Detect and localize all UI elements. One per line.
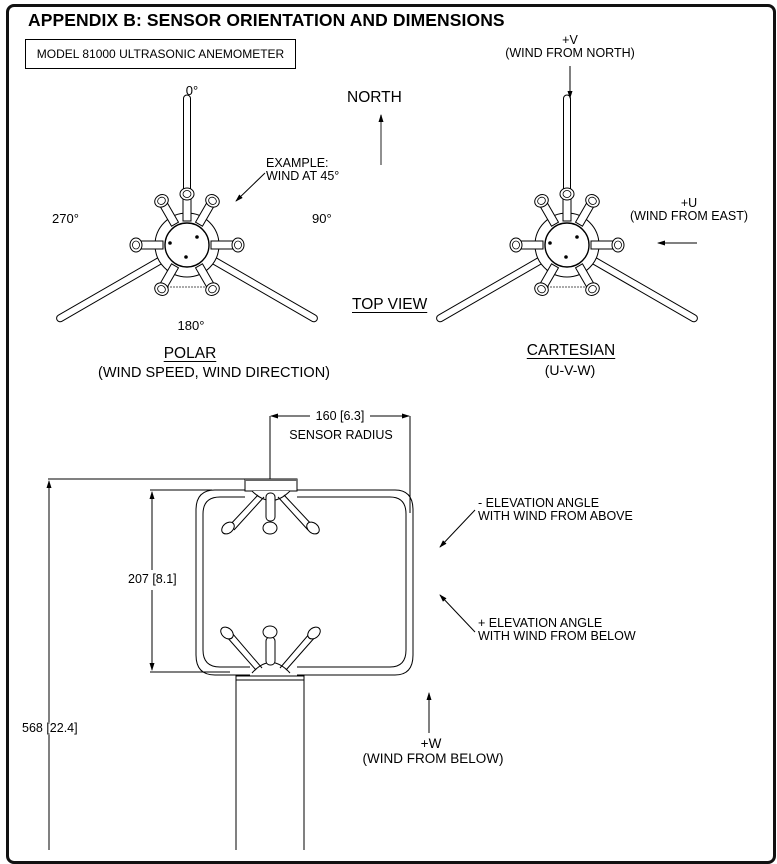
w-label: +W	[420, 736, 442, 751]
cartesian-subtitle: (U-V-W)	[544, 362, 596, 378]
polar-title: POLAR	[163, 345, 217, 362]
w-desc: (WIND FROM BELOW)	[362, 751, 504, 766]
v-label: +V	[562, 33, 578, 47]
angle-270-label: 270°	[52, 211, 79, 226]
angle-180-label: 180°	[177, 318, 205, 333]
north-label: NORTH	[347, 89, 402, 106]
polar-sensor-icon	[55, 95, 318, 323]
overall-height-label: 568 [22.4]	[22, 721, 78, 735]
u-label: +U	[680, 196, 698, 210]
sensor-radius-value: 160 [6.3]	[312, 410, 368, 423]
pos-elevation-annotation: + ELEVATION ANGLE WITH WIND FROM BELOW	[478, 616, 636, 643]
polar-subtitle: (WIND SPEED, WIND DIRECTION)	[98, 365, 330, 381]
v-desc: (WIND FROM NORTH)	[505, 46, 635, 60]
example-annotation: EXAMPLE: WIND AT 45°	[266, 156, 340, 183]
neg-elevation-annotation: - ELEVATION ANGLE WITH WIND FROM ABOVE	[478, 496, 633, 523]
sensor-body	[235, 675, 305, 850]
u-desc: (WIND FROM EAST)	[629, 209, 749, 223]
page-title: APPENDIX B: SENSOR ORIENTATION AND DIMEN…	[28, 10, 505, 30]
path-height-label: 207 [8.1]	[128, 572, 177, 586]
sensor-radius-label: SENSOR RADIUS	[289, 428, 393, 442]
angle-90-label: 90°	[312, 211, 332, 226]
pos-elevation-arrow-icon	[439, 594, 476, 633]
model-label: MODEL 81000 ULTRASONIC ANEMOMETER	[36, 47, 285, 61]
model-label-box: MODEL 81000 ULTRASONIC ANEMOMETER	[25, 39, 296, 69]
neg-elevation-arrow-icon	[439, 509, 476, 548]
example-arrow-icon	[235, 172, 266, 202]
top-view-label: TOP VIEW	[352, 296, 428, 313]
angle-0-label: 0°	[185, 83, 199, 98]
cartesian-title: CARTESIAN	[526, 342, 616, 359]
